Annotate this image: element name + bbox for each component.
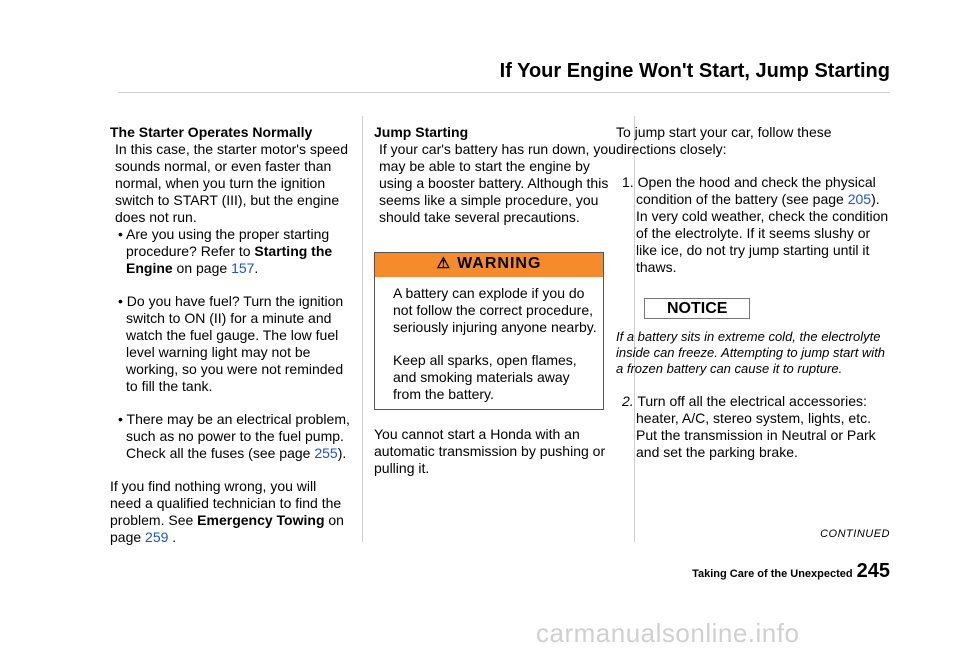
step-text: 1. Open the hood and check the physical … <box>622 174 876 207</box>
column-starter-normal: The Starter Operates Normally In this ca… <box>110 124 350 546</box>
bullet-text: Are you using the proper starting proced… <box>126 226 330 259</box>
jump-intro-text: If your car's battery has run down, you … <box>379 141 616 225</box>
starter-intro-text: In this case, the starter motor's speed … <box>115 141 349 225</box>
bullet-fuel: • Do you have fuel? Turn the ignition sw… <box>118 293 344 394</box>
spacer <box>110 462 350 478</box>
spacer <box>374 410 624 426</box>
warning-body: A battery can explode if you do not foll… <box>375 277 603 409</box>
column-jump-starting: Jump Starting If your car's battery has … <box>374 124 624 477</box>
warning-triangle-icon: ⚠ <box>436 255 452 272</box>
column-directions: To jump start your car, follow these dir… <box>616 124 890 461</box>
section-heading-jump: Jump Starting <box>374 124 469 140</box>
bullet-text: Do you have fuel? Turn the ignition swit… <box>126 293 344 394</box>
spacer <box>110 395 350 411</box>
step-number: 2. <box>622 393 634 409</box>
page-link-255[interactable]: 255 <box>314 445 338 461</box>
body-text: If you find nothing wrong, you will need… <box>110 478 342 528</box>
step-text: ). In very cold weather, check the condi… <box>636 191 889 275</box>
warning-box: ⚠ WARNING A battery can explode if you do… <box>374 252 604 410</box>
spacer <box>616 158 890 174</box>
body-text: . <box>168 529 177 545</box>
warning-label: WARNING <box>457 255 542 272</box>
bullet-text: . <box>254 260 259 276</box>
warning-banner: ⚠ WARNING <box>375 253 603 277</box>
bullet-electrical: • There may be an electrical problem, su… <box>118 411 350 461</box>
step-1: 1. Open the hood and check the physical … <box>616 174 890 276</box>
header-divider <box>118 92 890 93</box>
body-text: on page <box>110 512 344 545</box>
section-name: Taking Care of the Unexpected <box>692 568 853 580</box>
bullet-starting-procedure: • Are you using the proper starting proc… <box>118 226 333 276</box>
page-number: 245 <box>856 560 890 582</box>
directions-intro: To jump start your car, follow these dir… <box>616 124 832 157</box>
warning-text-explode: A battery can explode if you do not foll… <box>393 285 597 335</box>
step-text: Turn off all the electrical accessories:… <box>633 393 871 426</box>
spacer <box>110 277 350 293</box>
ref-emergency-towing: Emergency Towing <box>197 512 325 528</box>
warning-text-sparks: Keep all sparks, open flames, and smokin… <box>393 352 577 402</box>
section-heading-starter: The Starter Operates Normally <box>110 124 313 140</box>
column-divider-right <box>634 116 635 542</box>
bullet-text: on page <box>172 260 232 276</box>
ref-starting-engine: Starting the Engine <box>126 243 333 276</box>
page-link-157[interactable]: 157 <box>231 260 255 276</box>
page-title: If Your Engine Won't Start, Jump Startin… <box>499 60 890 82</box>
page-link-205[interactable]: 205 <box>847 191 872 207</box>
notice-label: NOTICE <box>644 298 751 319</box>
step-2: 2. Turn off all the electrical accessori… <box>616 393 890 427</box>
spacer <box>616 377 890 393</box>
spacer <box>616 319 890 329</box>
column-divider-left <box>362 116 363 542</box>
step-2-extra: Put the transmission in Neutral or Park … <box>636 427 876 460</box>
push-start-text: You cannot start a Honda with an automat… <box>374 426 606 476</box>
notice-text: If a battery sits in extreme cold, the e… <box>616 329 886 376</box>
page-link-259[interactable]: 259 <box>145 529 169 545</box>
continued-label: CONTINUED <box>820 528 890 540</box>
watermark: carmanualsonline.info <box>536 618 800 648</box>
spacer <box>393 336 597 352</box>
technician-text: If you find nothing wrong, you will need… <box>110 478 350 546</box>
bullet-text: ). <box>337 445 347 461</box>
bullet-text: There may be an electrical problem, such… <box>126 411 350 461</box>
